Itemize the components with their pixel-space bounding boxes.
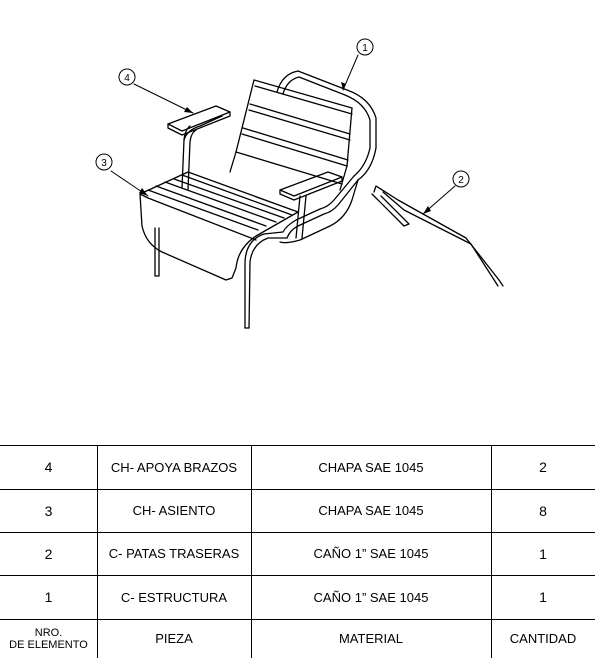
table-row: 4 CH- APOYA BRAZOS CHAPA SAE 1045 2 — [0, 445, 595, 489]
header-material: MATERIAL — [338, 631, 404, 646]
callout-4: 4 — [118, 68, 136, 86]
callout-1: 1 — [356, 38, 374, 56]
callout-2: 2 — [452, 170, 470, 188]
cell-pieza: CH- APOYA BRAZOS — [110, 459, 238, 475]
header-nro-line2: DE ELEMENTO — [9, 638, 88, 651]
cell-pieza: CH- ASIENTO — [132, 503, 216, 518]
table-row: 1 C- ESTRUCTURA CAÑO 1” SAE 1045 1 — [0, 575, 595, 619]
cell-pieza: C- ESTRUCTURA — [120, 589, 228, 605]
callout-1-label: 1 — [362, 43, 368, 54]
structure-tube-frame — [154, 70, 377, 329]
callout-4-label: 4 — [124, 73, 130, 84]
callout-3-label: 3 — [101, 158, 107, 169]
cell-material: CHAPA SAE 1045 — [318, 503, 424, 518]
cell-cantidad: 1 — [539, 545, 547, 562]
cell-cantidad: 2 — [539, 459, 547, 475]
armrest-plates — [167, 105, 343, 201]
header-nro: NRO. DE ELEMENTO — [0, 619, 97, 658]
header-pieza: PIEZA — [155, 631, 193, 646]
cell-nro: 3 — [44, 502, 53, 519]
cell-nro: 2 — [44, 545, 53, 562]
rear-legs-tube — [371, 185, 504, 287]
header-nro-line1: NRO. — [34, 626, 63, 639]
callout-2-label: 2 — [458, 175, 464, 186]
callout-3: 3 — [95, 153, 113, 171]
table-row: 3 CH- ASIENTO CHAPA SAE 1045 8 — [0, 489, 595, 532]
header-cantidad: CANTIDAD — [509, 631, 577, 646]
cell-cantidad: 8 — [539, 502, 547, 519]
cell-material: CAÑO 1” SAE 1045 — [313, 546, 429, 561]
cell-material: CHAPA SAE 1045 — [318, 459, 424, 475]
table-row: 2 C- PATAS TRASERAS CAÑO 1” SAE 1045 1 — [0, 532, 595, 575]
chair-isometric-drawing: 1 2 3 4 — [95, 38, 504, 329]
cell-material: CAÑO 1” SAE 1045 — [313, 589, 429, 605]
table-header-row: NRO. DE ELEMENTO PIEZA MATERIAL CANTIDAD — [0, 619, 595, 658]
leader-line-4 — [133, 83, 194, 114]
cell-cantidad: 1 — [539, 589, 547, 605]
backrest-slats — [229, 79, 353, 191]
cell-nro: 4 — [44, 459, 53, 475]
cell-nro: 1 — [44, 589, 53, 605]
seat-slats — [139, 171, 299, 281]
cell-pieza: C- PATAS TRASERAS — [108, 546, 240, 561]
